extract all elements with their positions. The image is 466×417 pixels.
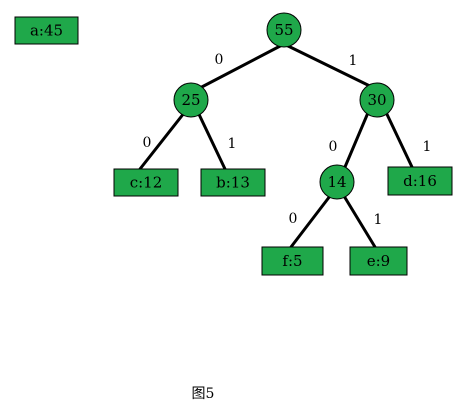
internal-node-30-circle [359, 82, 395, 118]
edges [138, 42, 414, 249]
edge-55-30 [282, 42, 380, 92]
internal-node-25-circle [173, 82, 209, 118]
internal-node-25-label: 25 [181, 91, 200, 109]
edge-label-30-d: 1 [423, 139, 432, 155]
internal-node-30-label: 30 [367, 91, 386, 109]
internal-node-14-circle [319, 164, 355, 200]
leaf-node-e-box [349, 246, 408, 276]
internal-node-25: 25 [173, 82, 209, 118]
leaf-node-d-box [387, 166, 453, 196]
edge-label-25-c: 0 [143, 135, 152, 151]
edge-label-55-25: 0 [215, 52, 224, 68]
edge-30-d [382, 106, 414, 169]
edge-25-c [138, 106, 190, 171]
leaf-node-b-box [200, 168, 266, 197]
edge-label-30-14: 0 [329, 139, 338, 155]
internal-node-55-circle [266, 12, 302, 48]
nodes: a:45 55 25 30 c:12 b:13 14 [14, 12, 453, 276]
leaf-node-b-label: b:13 [216, 174, 250, 192]
edge-label-55-30: 1 [349, 53, 358, 69]
edge-14-e [342, 194, 377, 249]
leaf-node-c: c:12 [113, 168, 179, 197]
leaf-node-a: a:45 [14, 16, 79, 45]
edge-labels: 0 1 0 1 0 1 0 1 [143, 52, 432, 228]
internal-node-14: 14 [319, 164, 355, 200]
leaf-node-d: d:16 [387, 166, 453, 196]
internal-node-55: 55 [266, 12, 302, 48]
leaf-node-a-box [14, 16, 79, 45]
leaf-node-c-box [113, 168, 179, 197]
edge-14-f [289, 194, 332, 249]
leaf-node-e: e:9 [349, 246, 408, 276]
edge-label-14-f: 0 [289, 211, 298, 227]
leaf-node-f: f:5 [261, 246, 324, 276]
edge-55-25 [194, 42, 286, 92]
edge-label-25-b: 1 [228, 136, 237, 152]
edge-30-14 [343, 106, 372, 169]
leaf-node-a-label: a:45 [30, 22, 63, 40]
leaf-node-e-label: e:9 [367, 252, 390, 270]
leaf-node-f-label: f:5 [282, 252, 302, 270]
edge-label-14-e: 1 [374, 212, 383, 228]
leaf-node-c-label: c:12 [130, 174, 163, 192]
leaf-node-f-box [261, 246, 324, 276]
leaf-node-b: b:13 [200, 168, 266, 197]
edge-25-b [194, 106, 227, 171]
internal-node-14-label: 14 [327, 173, 346, 191]
leaf-node-d-label: d:16 [403, 172, 437, 190]
internal-node-55-label: 55 [274, 21, 293, 39]
internal-node-30: 30 [359, 82, 395, 118]
figure-caption: 图5 [192, 386, 215, 402]
